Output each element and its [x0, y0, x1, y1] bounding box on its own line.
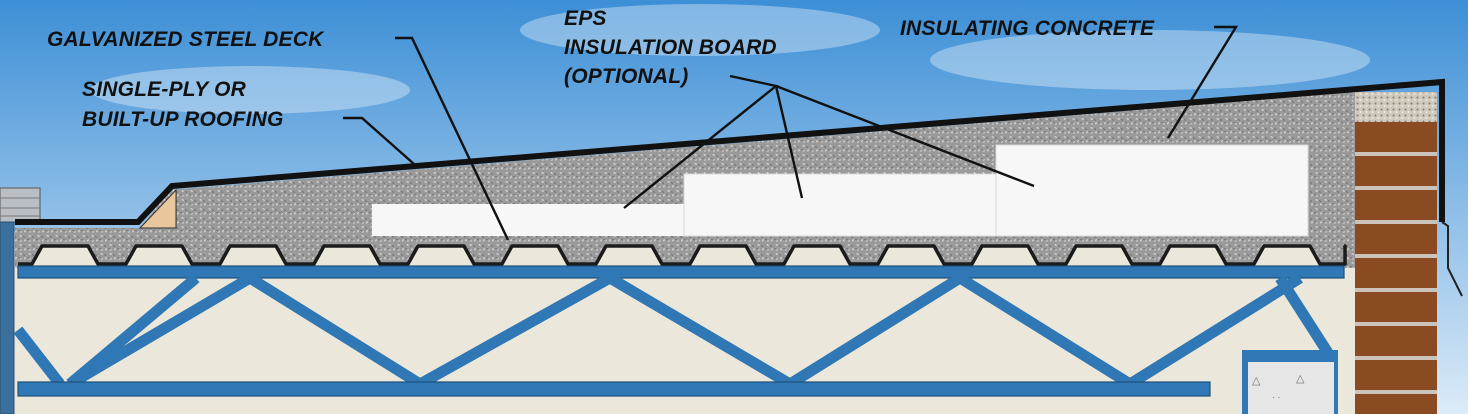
roof-vent — [0, 187, 41, 414]
roof-edge-flashing — [1441, 221, 1463, 297]
mortar-joint — [1355, 152, 1437, 156]
mortar-joint — [1355, 186, 1437, 190]
label-eps-line-1: EPS — [564, 7, 607, 30]
galvanized-steel-deck — [18, 244, 1347, 266]
joist-bottom-chord — [17, 381, 1211, 397]
deck-corrugation — [18, 244, 1347, 266]
leader-lines — [343, 25, 1239, 241]
roofing-membrane — [15, 78, 1445, 225]
label-galvanized-steel-deck: GALVANIZED STEEL DECK — [47, 28, 325, 51]
mortar-joint — [1355, 390, 1437, 394]
label-roofing-line-2: BUILT-UP ROOFING — [82, 108, 284, 131]
svg-text:△: △ — [1296, 373, 1305, 385]
joist-web-7 — [787, 273, 963, 389]
svg-text:· ·: · · — [1272, 392, 1281, 402]
cant-strip — [138, 188, 177, 229]
joist-web-3 — [67, 273, 253, 389]
deck-flute-voids — [18, 246, 1345, 266]
joist-web-9 — [1127, 273, 1303, 389]
label-roofing-line-1: SINGLE-PLY OR — [82, 78, 247, 101]
leader-roofing — [343, 116, 415, 165]
leader-eps-3 — [775, 84, 1035, 188]
mortar-joint — [1355, 220, 1437, 224]
joist-web-10 — [1275, 275, 1335, 359]
eps-board-1 — [372, 204, 684, 236]
joist-web-8 — [957, 273, 1133, 389]
joist-web-1 — [13, 326, 65, 388]
bearing-block: △ △ · · — [1242, 350, 1338, 414]
clouds — [90, 4, 1370, 114]
leader-steel-deck — [395, 36, 510, 241]
eps-board-2 — [683, 173, 997, 237]
joist-web-6 — [607, 273, 793, 389]
leader-eps-2 — [774, 85, 804, 199]
eps-board-3 — [995, 144, 1309, 237]
joist-web-4 — [247, 273, 423, 389]
mortar-joint — [1355, 322, 1437, 326]
label-insulating-concrete: INSULATING CONCRETE — [900, 17, 1155, 40]
mortar-joint — [1355, 356, 1437, 360]
mortar-joint — [1355, 254, 1437, 258]
svg-text:△: △ — [1252, 375, 1261, 387]
joist-web-members — [13, 273, 1335, 389]
leader-concrete — [1166, 25, 1239, 139]
joist-top-chord — [17, 265, 1345, 279]
label-eps-line-3: (OPTIONAL) — [564, 65, 688, 88]
mortar-joint — [1355, 288, 1437, 292]
parapet-cap-gravel — [1355, 92, 1437, 122]
eps-insulation-boards — [372, 144, 1309, 237]
joist-web-5 — [417, 273, 613, 389]
brick-parapet-wall — [1355, 92, 1437, 414]
label-eps-line-2: INSULATION BOARD — [564, 36, 777, 59]
